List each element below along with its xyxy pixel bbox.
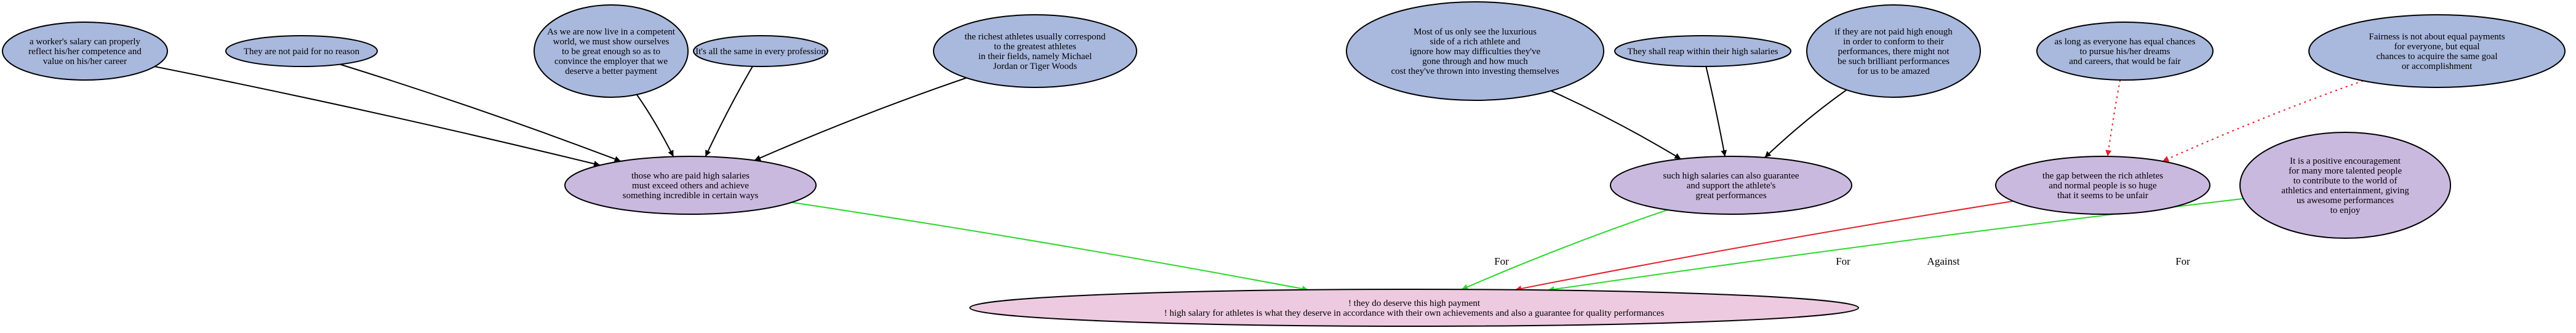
support-node-text-line: such high salaries can also guarantee <box>1663 171 1799 181</box>
edge-label-s3-to-c: Against <box>1927 255 1960 267</box>
premise-node-text-line: in their fields, namely Michael <box>978 52 1092 62</box>
support-node-text-line: and support the athlete's <box>1687 181 1776 191</box>
premise-node-text-line: if they are not paid high enough <box>1834 27 1953 37</box>
support-node-text-line: something incredible in certain ways <box>623 191 759 201</box>
premise-node-text-line: to be great enough so as to <box>562 47 660 57</box>
support-node-text-line: It is a positive encouragement <box>2290 156 2401 166</box>
premise-node-text-line: They shall reap within their high salari… <box>1628 47 1778 57</box>
support-node-shape <box>1610 156 1852 215</box>
support-node-text-line: great performances <box>1695 191 1767 201</box>
premise-node-shape <box>1806 4 1981 98</box>
premise-node-shape <box>1614 35 1791 67</box>
premise-node-n3[interactable]: As we are now live in a competentworld, … <box>534 4 689 98</box>
premise-node-n4[interactable]: It's all the same in every profession <box>693 35 828 67</box>
edge-n2-to-s1 <box>340 63 622 162</box>
premise-node-shape <box>2 22 168 81</box>
premise-node-text-line: Most of us only see the luxurious <box>1414 27 1537 37</box>
edge-n8-to-s2 <box>1764 89 1847 158</box>
premise-node-n2[interactable]: They are not paid for no reason <box>225 35 378 67</box>
premise-node-text-line: Fairness is not about equal payments <box>2369 32 2505 42</box>
premise-node-text-line: performances, there might not <box>1838 47 1950 57</box>
premise-node-shape <box>693 35 828 67</box>
premise-node-text-line: or accomplishment <box>2402 62 2473 71</box>
premise-node-n7[interactable]: They shall reap within their high salari… <box>1614 35 1791 67</box>
edge-n9-to-s3 <box>2105 79 2121 157</box>
premise-node-n10[interactable]: Fairness is not about equal paymentsfor … <box>2308 14 2566 88</box>
edge-n4-to-s1 <box>705 66 753 157</box>
edge-n5-to-s1 <box>754 77 967 161</box>
premise-node-text-line: chances to acquire the same goal <box>2377 52 2498 62</box>
premise-node-shape <box>933 14 1137 88</box>
support-node-text-line: must exceed others and achieve <box>632 181 749 191</box>
edge-s2-to-c <box>1461 209 1668 291</box>
premise-node-text-line: cost they've thrown into investing thems… <box>1391 66 1559 76</box>
premise-node-text-line: side of a rich athlete and <box>1430 37 1521 47</box>
premise-node-shape <box>2036 22 2214 81</box>
premise-node-text-line: It's all the same in every profession <box>695 47 826 57</box>
premise-node-text-line: and careers, that would be fair <box>2069 57 2181 66</box>
premise-node-text-line: They are not paid for no reason <box>244 47 360 57</box>
premise-node-n9[interactable]: as long as everyone has equal chancesto … <box>2036 22 2214 81</box>
premise-node-shape <box>534 4 689 98</box>
edge-n6-to-s2 <box>1550 90 1681 160</box>
premise-node-text-line: to pursue his/her dreams <box>2079 47 2170 57</box>
support-node-text-line: the gap between the rich athletes <box>2042 171 2163 181</box>
support-node-text-line: those who are paid high salaries <box>631 171 750 181</box>
support-node-shape <box>2239 132 2451 239</box>
premise-node-shape <box>2308 14 2566 88</box>
premise-node-text-line: deserve a better payment <box>565 66 657 76</box>
conclusion-node-text-line: ! high salary for athletes is what they … <box>1164 308 1665 318</box>
edge-s3-to-c <box>1515 200 2014 292</box>
premise-node-text-line: world, we must show ourselves <box>553 37 670 47</box>
premise-node-text-line: as long as everyone has equal chances <box>2054 37 2195 47</box>
support-node-text-line: athletics and entertainment, giving <box>2281 186 2409 196</box>
support-node-text-line: for many more talented people <box>2289 166 2402 176</box>
support-node-shape <box>1995 156 2210 215</box>
premise-node-text-line: the richest athletes usually correspond <box>964 32 1106 42</box>
conclusion-node-shape <box>969 289 1859 327</box>
support-node-shape <box>564 156 817 215</box>
conclusion-node-text-line: ! they do deserve this high payment <box>1348 299 1481 308</box>
edge-label-s2-to-c: For <box>1836 255 1850 267</box>
premise-node-text-line: for us to be amazed <box>1857 66 1930 76</box>
premise-node-text-line: a worker's salary can properly <box>30 37 141 47</box>
support-node-s2[interactable]: such high salaries can also guaranteeand… <box>1610 156 1852 215</box>
premise-node-text-line: to the greatest athletes <box>994 42 1076 52</box>
support-node-text-line: us awesome performances <box>2297 196 2394 206</box>
support-node-text-line: to contribute to the world of <box>2294 176 2398 186</box>
premise-node-text-line: Jordan or Tiger Woods <box>993 62 1078 71</box>
premise-node-text-line: As we are now live in a competent <box>547 27 676 37</box>
edge-n3-to-s1 <box>636 94 674 157</box>
edge-label-s4-to-c: For <box>2175 255 2190 267</box>
premise-node-text-line: reflect his/her competence and <box>28 47 142 57</box>
premise-node-text-line: value on his/her career <box>43 57 127 66</box>
premise-node-shape <box>225 35 378 67</box>
premise-node-n5[interactable]: the richest athletes usually correspondt… <box>933 14 1137 88</box>
conclusion-node-c[interactable]: ! they do deserve this high payment! hig… <box>969 289 1859 327</box>
edge-s1-to-c <box>791 201 1308 292</box>
premise-node-text-line: in order to conform to their <box>1843 37 1944 47</box>
premise-node-text-line: gone through and how much <box>1422 57 1528 66</box>
premise-node-text-line: convince the employer that we <box>554 57 668 66</box>
premise-node-shape <box>1346 1 1604 101</box>
support-node-text-line: that it seems to be unfair <box>2057 191 2148 201</box>
edge-n7-to-s2 <box>1705 66 1727 157</box>
premise-node-text-line: be such brilliant performances <box>1838 57 1950 66</box>
premise-node-text-line: ignore how may difficulties they've <box>1410 47 1541 57</box>
support-node-text-line: to enjoy <box>2330 206 2361 215</box>
support-node-text-line: and normal people is so huge <box>2049 181 2157 191</box>
edge-label-s1-to-c: For <box>1494 255 1509 267</box>
edge-n1-to-s1 <box>154 66 601 167</box>
premise-node-text-line: for everyone, but equal <box>2394 42 2479 52</box>
edge-n10-to-s3 <box>2162 80 2364 162</box>
edge-labels-layer: For For Against For <box>1494 255 2190 267</box>
